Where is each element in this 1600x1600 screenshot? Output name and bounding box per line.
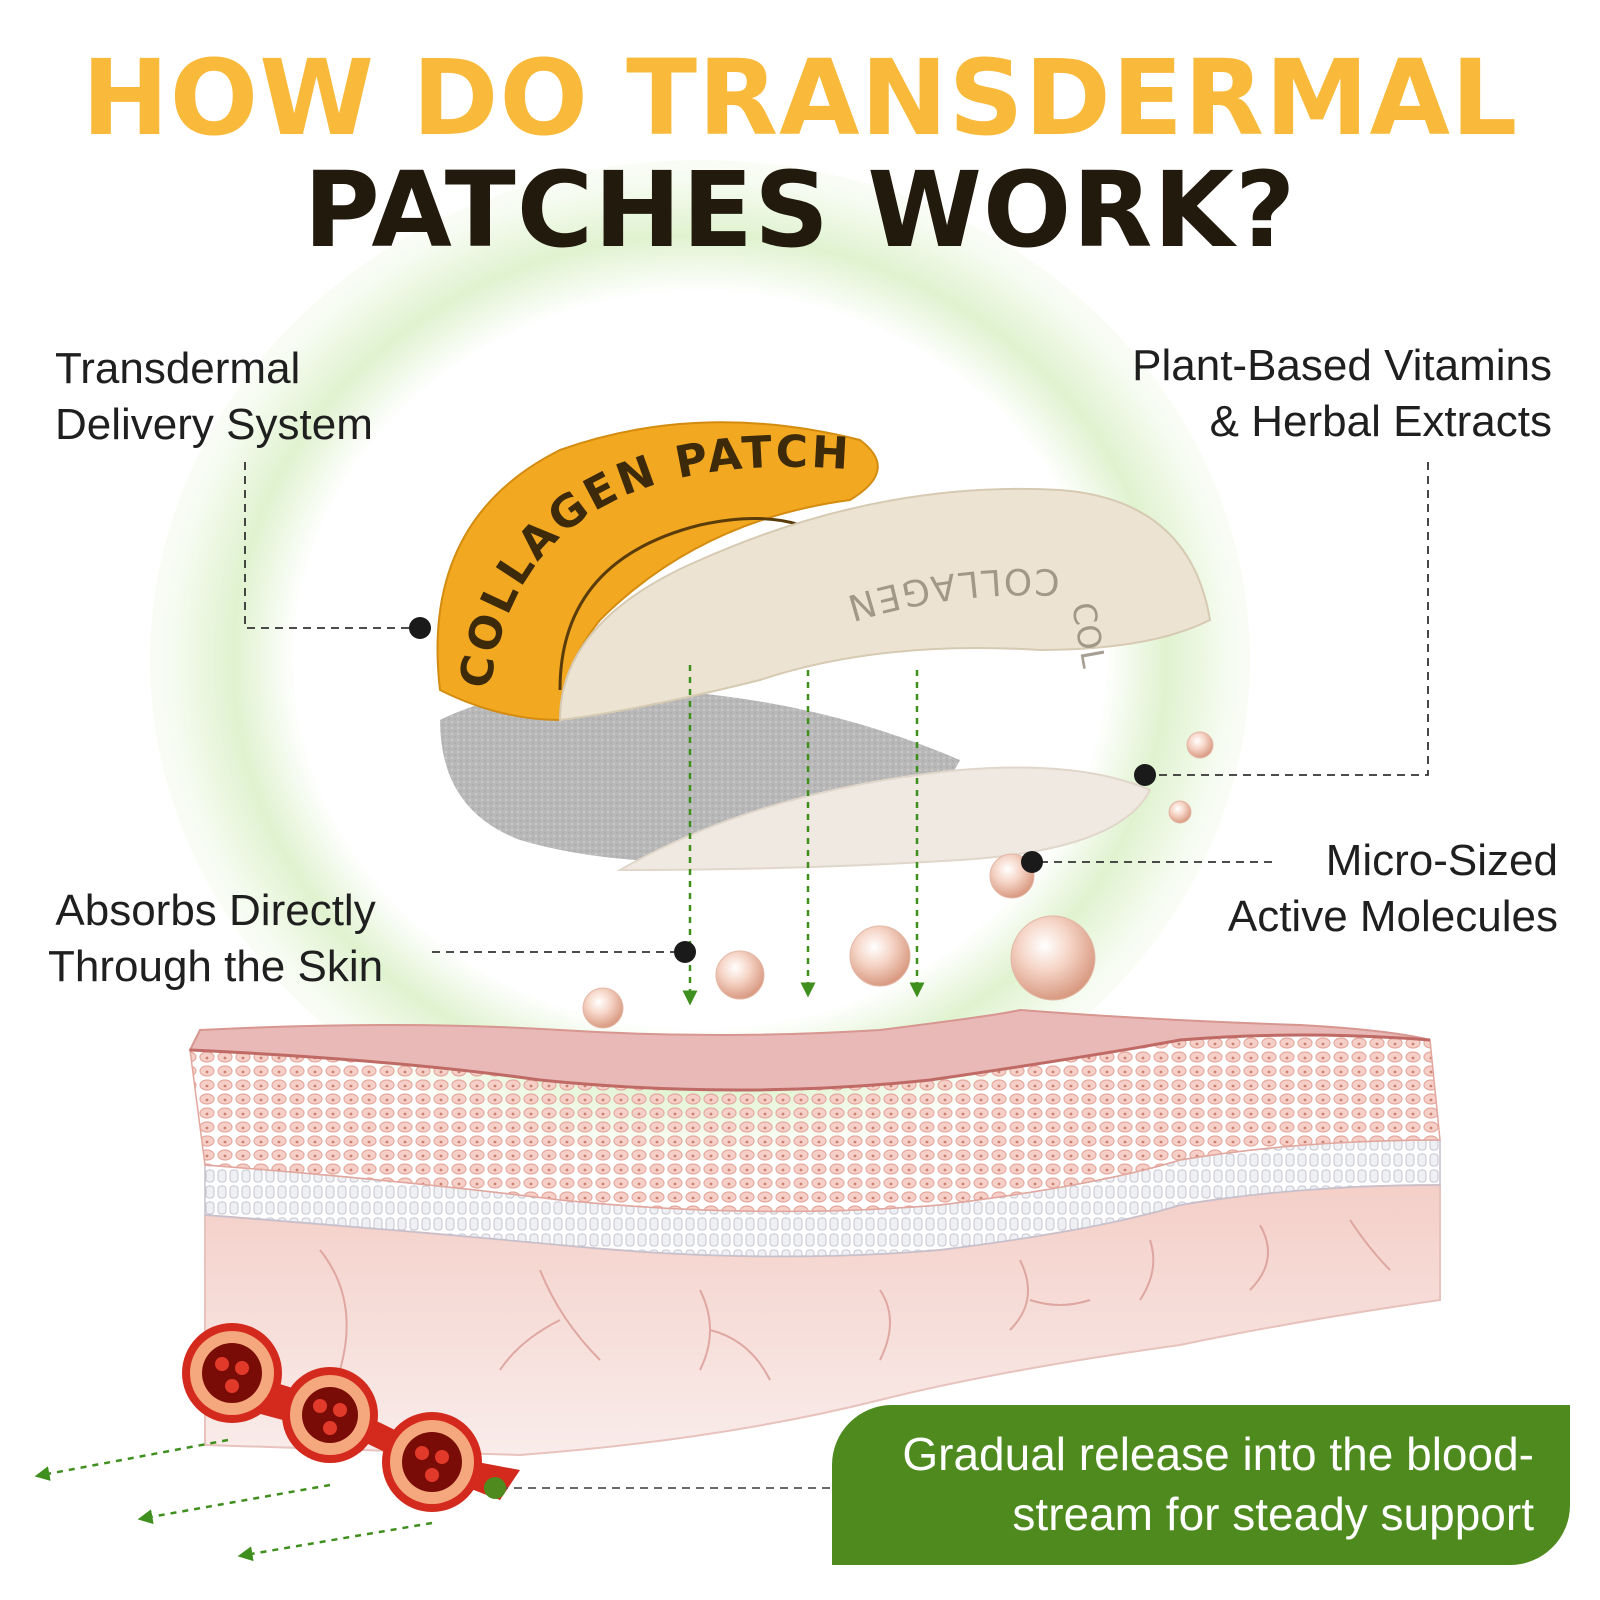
label-micro-molecules: Micro-Sized Active Molecules [1228,833,1558,945]
leader-delivery [244,462,420,629]
leader-dot [484,1477,506,1499]
label-delivery-system: Transdermal Delivery System [55,341,373,453]
molecule-bubble [582,987,624,1029]
label-absorbs-line-2: Through the Skin [48,942,384,991]
release-line-2: stream for steady support [1012,1488,1534,1540]
dermis-vessels [319,1219,1391,1381]
label-absorbs-line-1: Absorbs Directly [55,886,376,935]
leader-dot [1134,764,1156,786]
active-molecules [582,731,1214,1029]
label-molecules-line-2: Active Molecules [1227,892,1558,941]
leader-lines [244,462,1429,1489]
label-vitamins-line-1: Plant-Based Vitamins [1132,341,1552,390]
label-delivery-line-2: Delivery System [55,400,373,449]
label-delivery-line-1: Transdermal [55,344,301,393]
patch-backing-layer [616,766,1152,872]
patch-cream-flap [558,487,1212,722]
molecule-bubble [1010,915,1096,1001]
title-line-2: PATCHES WORK? [303,149,1297,271]
bloodstream-arrows [34,1438,433,1562]
leader-dot [1021,851,1043,873]
leader-vitamins [1145,462,1429,776]
leader-dots [409,617,1156,1499]
label-plant-vitamins: Plant-Based Vitamins & Herbal Extracts [1132,338,1552,450]
title-line-1: HOW DO TRANSDERMAL [81,37,1519,159]
label-vitamins-line-2: & Herbal Extracts [1209,397,1552,446]
skin-cross-section [188,1008,1441,1457]
vessel-ring [382,1412,482,1512]
molecule-bubble [715,950,765,1000]
bloodstream-arrow [237,1521,433,1562]
molecule-bubble [1168,800,1192,824]
leader-dot [409,617,431,639]
patch-front-curve [558,517,801,691]
blood-vessels [182,1323,520,1512]
label-molecules-line-1: Micro-Sized [1325,836,1558,885]
molecule-bubble [1186,731,1214,759]
molecule-bubble [849,925,911,987]
vessel-ring [182,1323,282,1423]
leader-dot [674,941,696,963]
release-callout: Gradual release into the blood- stream f… [832,1405,1570,1565]
bloodstream-arrow [137,1483,331,1525]
vessel-ring [282,1367,378,1463]
collagen-patch: COLLAGEN PATCH COLLAGEN COL [436,421,1212,872]
release-line-1: Gradual release into the blood- [902,1428,1534,1480]
bloodstream-arrow [34,1438,229,1481]
label-absorbs-directly: Absorbs Directly Through the Skin [48,883,383,995]
